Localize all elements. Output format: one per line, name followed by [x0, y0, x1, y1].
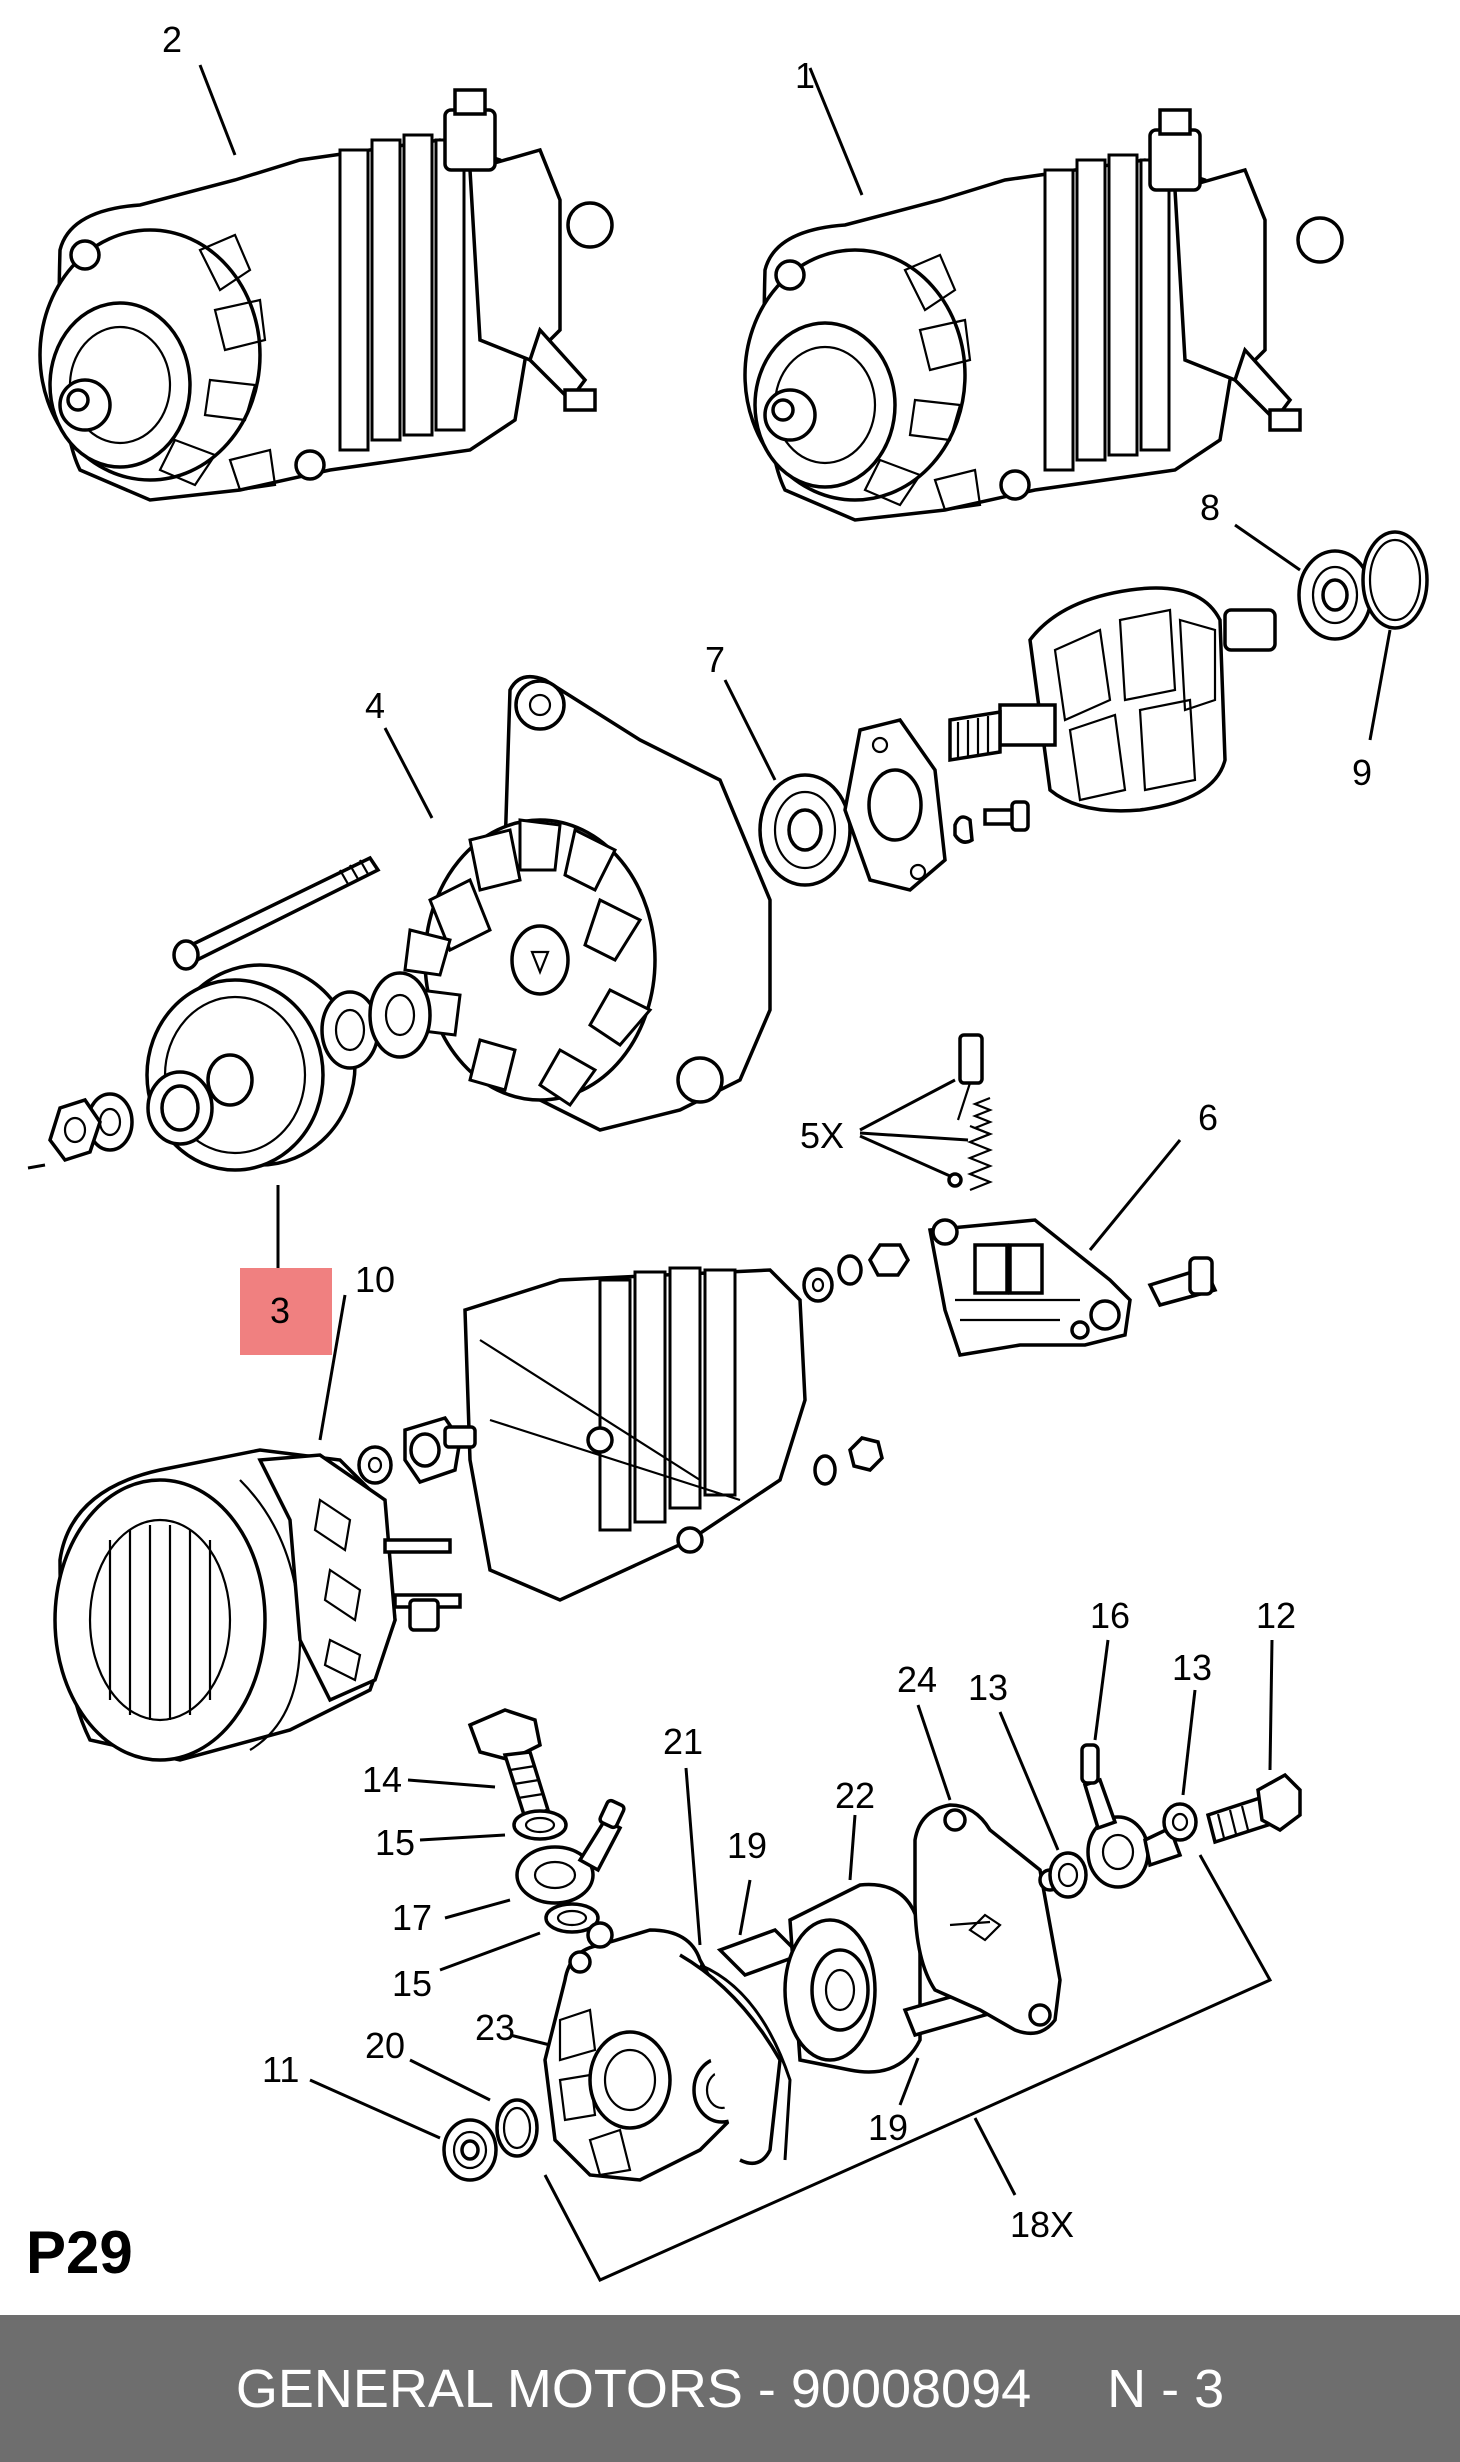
bracket-18x [543, 1854, 1273, 2282]
bearing-retainer-plate[interactable] [843, 718, 947, 892]
leaders-5x [859, 1078, 969, 1178]
leader-21 [684, 1767, 702, 1946]
callout-23: 23 [475, 2007, 515, 2048]
retainer-screw[interactable] [953, 800, 1030, 844]
drive-end-housing-4[interactable] [403, 674, 772, 1132]
callout-18x: 18X [1010, 2204, 1074, 2245]
leader-14 [407, 1778, 496, 1789]
callout-22: 22 [835, 1775, 875, 1816]
callout-9: 9 [1352, 752, 1372, 793]
callout-11: 11 [262, 2049, 299, 2090]
pump-cover-24[interactable] [913, 1803, 1062, 2036]
leader-7 [723, 679, 777, 781]
footer-page-ref: N - 3 [1107, 2358, 1225, 2419]
washer-13b[interactable] [1162, 1802, 1198, 1842]
callout-7: 7 [705, 639, 725, 680]
leader-13b [1181, 1689, 1197, 1796]
leader-6 [1088, 1139, 1182, 1251]
callout-1: 1 [795, 55, 815, 96]
leader-15b [439, 1931, 541, 1972]
washer-13a[interactable] [1048, 1851, 1088, 1899]
slip-ring-end-housing[interactable] [463, 1266, 807, 1602]
callout-13a: 13 [968, 1667, 1008, 1708]
leader-19a [738, 1879, 752, 1936]
callout-10: 10 [355, 1259, 395, 1300]
seal-washer-15a[interactable] [512, 1809, 568, 1841]
pump-rotor-22[interactable] [783, 1882, 922, 2074]
leader-23 [509, 2033, 551, 2047]
leader-24 [916, 1704, 952, 1801]
callout-14: 14 [362, 1759, 402, 1800]
callout-6: 6 [1198, 1097, 1218, 1138]
callout-24: 24 [897, 1659, 937, 1700]
callout-12: 12 [1256, 1595, 1296, 1636]
regulator-6[interactable] [927, 1218, 1132, 1357]
callout-19b: 19 [868, 2107, 908, 2148]
leader-4 [383, 727, 434, 819]
page-label: P29 [26, 2219, 133, 2286]
hose-fitting-16[interactable] [1080, 1743, 1183, 1889]
callout-21: 21 [663, 1721, 703, 1762]
bearing-7[interactable] [758, 773, 852, 887]
terminal-washers-lower[interactable] [813, 1436, 884, 1486]
callout-2: 2 [162, 19, 182, 60]
leader-10 [318, 1294, 347, 1441]
brush-kit-5x[interactable] [947, 1033, 993, 1192]
callout-16: 16 [1090, 1595, 1130, 1636]
through-bolt[interactable] [172, 855, 381, 971]
exploded-parts-diagram: 2 1 [27, 19, 1429, 2282]
leader-1 [808, 67, 864, 196]
alternator-assembly-1[interactable] [743, 108, 1344, 522]
leader-20 [409, 2058, 491, 2102]
callout-15b: 15 [392, 1963, 432, 2004]
footer-bar: GENERAL MOTORS - 90008094 N - 3 [0, 2315, 1460, 2462]
callout-15a: 15 [375, 1822, 415, 1863]
leader-19b [898, 2057, 920, 2106]
leader-16 [1093, 1639, 1110, 1741]
spacer-washers[interactable] [320, 971, 432, 1070]
leader-22 [848, 1814, 857, 1881]
callout-3: 3 [270, 1290, 290, 1331]
leader-8 [1234, 523, 1301, 572]
vacuum-pump-housing-23[interactable] [543, 1921, 782, 2182]
banjo-bolt-14[interactable] [467, 1708, 551, 1821]
seal-washer-15b[interactable] [544, 1902, 600, 1934]
callout-20: 20 [365, 2025, 405, 2066]
stator-rectifier-10[interactable] [53, 1448, 462, 1762]
leader-15a [419, 1833, 506, 1842]
bearing-11[interactable] [442, 2118, 498, 2182]
alternator-assembly-2[interactable] [38, 88, 614, 502]
gasket-21[interactable] [699, 1963, 792, 2161]
callout-19a: 19 [727, 1825, 767, 1866]
callout-4: 4 [365, 685, 385, 726]
footer-brand-part: GENERAL MOTORS - 90008094 [235, 2358, 1032, 2419]
regulator-screw[interactable] [1147, 1256, 1218, 1308]
diode-plate-bushing[interactable] [357, 1415, 477, 1485]
hollow-bolt-12[interactable] [1205, 1772, 1302, 1845]
leader-9 [1368, 629, 1392, 741]
callout-8: 8 [1200, 487, 1220, 528]
callout-5x: 5X [800, 1115, 844, 1156]
leader-2 [198, 64, 237, 156]
callout-13b: 13 [1172, 1647, 1212, 1688]
leader-17 [444, 1898, 511, 1920]
rotor[interactable] [948, 586, 1277, 813]
leader-11 [309, 2078, 441, 2140]
bearing-8[interactable] [1297, 549, 1373, 641]
banjo-fitting-17[interactable] [515, 1798, 626, 1905]
leader-12 [1268, 1639, 1274, 1771]
pulley-nut-and-washer[interactable] [27, 1070, 214, 1170]
callout-3-highlight [240, 1268, 332, 1355]
leader-13a [998, 1711, 1060, 1851]
ring-9[interactable] [1361, 530, 1429, 630]
callout-17: 17 [392, 1897, 432, 1938]
